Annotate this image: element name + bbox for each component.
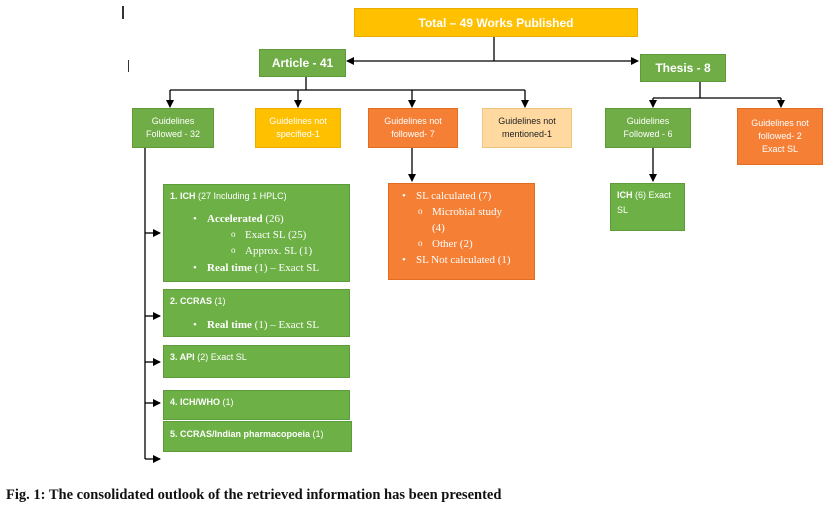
- thesis-not-followed-line3: Exact SL: [761, 144, 799, 154]
- thesis-followed-line2: Followed - 6: [623, 129, 673, 139]
- not-specified-line1: Guidelines not: [269, 116, 327, 126]
- microbial-count: (4): [432, 222, 445, 234]
- edge-mark-middle: [128, 60, 129, 72]
- sl-not-calculated-item: SL Not calculated (1): [402, 254, 511, 266]
- thesis-node: Thesis - 8: [640, 54, 726, 82]
- ich-who-title-num: 4. ICH/WHO: [170, 397, 221, 407]
- root-node: Total – 49 Works Published: [354, 8, 638, 37]
- ich-title: 1. ICH (27 Including 1 HPLC): [170, 190, 287, 203]
- ccras-title-rest: (1): [214, 296, 226, 306]
- ich-accelerated-item: Accelerated (26): [193, 213, 284, 225]
- microbial-label: Microbial study: [432, 206, 502, 218]
- not-specified-line2: specified-1: [276, 129, 320, 139]
- guidelines-followed-line1: Guidelines: [151, 116, 195, 126]
- ich-real-time-label: Real time: [207, 262, 252, 274]
- thesis-not-followed-line1: Guidelines not: [751, 118, 809, 128]
- ccras-ip-detail-box: 5. CCRAS/Indian pharmacopoeia (1): [163, 421, 352, 452]
- thesis-not-followed-line2: followed- 2: [758, 131, 802, 141]
- thesis-ich-line1: ICH (6) Exact: [617, 189, 671, 202]
- api-title: 3. API (2) Exact SL: [170, 351, 247, 364]
- ccras-real-time-item: Real time (1) – Exact SL: [193, 319, 320, 331]
- not-mentioned-line2: mentioned-1: [501, 129, 553, 139]
- other-label: Other (2): [432, 238, 473, 250]
- ccras-title: 2. CCRAS (1): [170, 295, 226, 308]
- ich-exact-label: Exact SL (25): [245, 229, 307, 241]
- api-title-num: 3. API: [170, 352, 195, 362]
- ich-title-rest: (27 Including 1 HPLC): [198, 191, 287, 201]
- thesis-guidelines-not-followed-node: Guidelines not followed- 2 Exact SL: [737, 108, 823, 165]
- thesis-ich-title-num: ICH: [617, 190, 633, 200]
- ich-who-title-rest: (1): [222, 397, 234, 407]
- microbial-item: Microbial study: [418, 206, 502, 218]
- ich-accelerated-label: Accelerated: [207, 213, 263, 225]
- not-followed-detail-box: SL calculated (7) Microbial study (4) Ot…: [388, 183, 535, 280]
- ccras-real-time-rest: (1) – Exact SL: [254, 319, 320, 331]
- thesis-ich-line2: SL: [617, 204, 628, 217]
- thesis-followed-line1: Guidelines: [626, 116, 670, 126]
- ccras-ip-title-num: 5. CCRAS/Indian pharmacopoeia: [170, 429, 311, 439]
- not-followed-line1: Guidelines not: [384, 116, 442, 126]
- thesis-guidelines-followed-node: Guidelines Followed - 6: [605, 108, 691, 148]
- not-mentioned-line1: Guidelines not: [498, 116, 556, 126]
- thesis-ich-detail-box: ICH (6) Exact SL: [610, 183, 685, 231]
- thesis-label: Thesis - 8: [655, 61, 711, 75]
- figure-caption: Fig. 1: The consolidated outlook of the …: [6, 487, 502, 503]
- root-label: Total – 49 Works Published: [418, 15, 574, 30]
- thesis-ich-line2-text: SL: [617, 205, 629, 215]
- ich-detail-box: 1. ICH (27 Including 1 HPLC) Accelerated…: [163, 184, 350, 282]
- guidelines-not-followed-node: Guidelines not followed- 7: [368, 108, 458, 148]
- not-followed-line2: followed- 7: [391, 129, 435, 139]
- ich-title-num: 1. ICH: [170, 191, 196, 201]
- article-node: Article - 41: [259, 49, 346, 77]
- other-item: Other (2): [418, 238, 473, 250]
- guidelines-followed-node: Guidelines Followed - 32: [132, 108, 214, 148]
- ich-exact-item: Exact SL (25): [231, 229, 307, 241]
- api-title-rest: (2) Exact SL: [197, 352, 247, 362]
- ccras-ip-title: 5. CCRAS/Indian pharmacopoeia (1): [170, 428, 324, 441]
- ccras-real-time-label: Real time: [207, 319, 252, 331]
- ccras-ip-title-rest: (1): [312, 429, 324, 439]
- ich-who-title: 4. ICH/WHO (1): [170, 396, 234, 409]
- ich-real-time-item: Real time (1) – Exact SL: [193, 262, 320, 274]
- ich-real-time-rest: (1) – Exact SL: [254, 262, 320, 274]
- article-label: Article - 41: [271, 56, 334, 70]
- sl-calculated-label: SL calculated (7): [416, 190, 492, 202]
- api-detail-box: 3. API (2) Exact SL: [163, 345, 350, 378]
- edge-mark-top: [122, 6, 124, 19]
- guidelines-not-specified-node: Guidelines not specified-1: [255, 108, 341, 148]
- thesis-ich-title-rest: (6) Exact: [635, 190, 672, 200]
- guidelines-followed-line2: Followed - 32: [145, 129, 201, 139]
- ccras-title-num: 2. CCRAS: [170, 296, 213, 306]
- ich-approx-label: Approx. SL (1): [245, 245, 313, 257]
- ich-approx-item: Approx. SL (1): [231, 245, 313, 257]
- microbial-count-item: (4): [432, 222, 445, 234]
- ich-who-detail-box: 4. ICH/WHO (1): [163, 390, 350, 420]
- sl-calculated-item: SL calculated (7): [402, 190, 492, 202]
- ich-accelerated-count: (26): [265, 213, 284, 225]
- ccras-detail-box: 2. CCRAS (1) Real time (1) – Exact SL: [163, 289, 350, 337]
- sl-not-calculated-label: SL Not calculated (1): [416, 254, 511, 266]
- guidelines-not-mentioned-node: Guidelines not mentioned-1: [482, 108, 572, 148]
